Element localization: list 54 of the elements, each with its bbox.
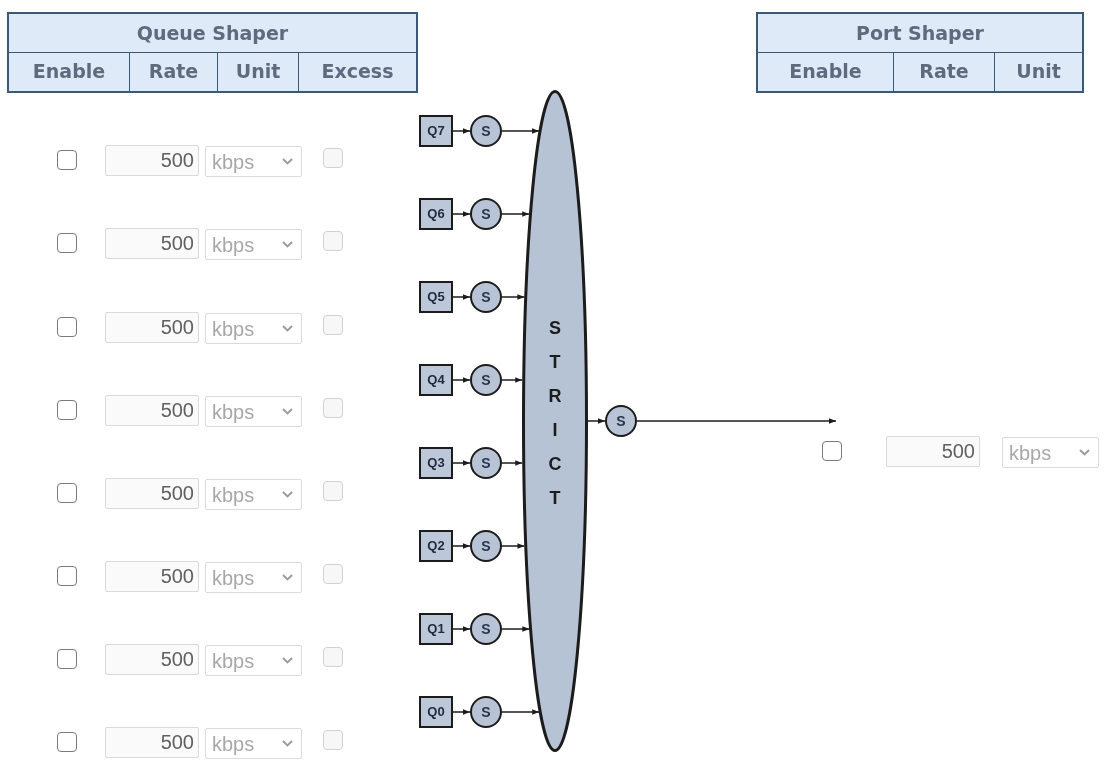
unit-dropdown: kbps [205, 146, 302, 177]
arrow [452, 709, 471, 715]
rate-input: 500 [105, 395, 199, 426]
arrow [452, 294, 471, 300]
table-title: Port Shaper [758, 14, 1082, 53]
arrow [452, 543, 471, 549]
column-header: Rate [129, 53, 217, 91]
arrow [501, 294, 526, 300]
arrow [501, 211, 530, 217]
rate-input: 500 [105, 727, 199, 758]
column-header: Enable [788, 59, 863, 84]
arrow [636, 418, 837, 424]
rate-input: 500 [105, 561, 199, 592]
rate-input: 500 [105, 644, 199, 675]
unit-dropdown: kbps [205, 479, 302, 510]
arrow [587, 418, 606, 424]
unit-dropdown: kbps [205, 229, 302, 260]
column-header: Excess [298, 53, 416, 91]
queue-box: Q5 [419, 281, 453, 313]
arrow [501, 626, 531, 632]
arrow [501, 460, 523, 466]
queue-box: Q2 [419, 530, 453, 562]
arrow [501, 709, 540, 715]
queue-box: Q6 [419, 198, 453, 230]
unit-dropdown: kbps [205, 396, 302, 427]
column-header: Rate [893, 53, 994, 91]
column-header: Unit [994, 53, 1082, 91]
unit-dropdown: kbps [205, 562, 302, 593]
queue-box: Q0 [419, 696, 453, 728]
unit-dropdown: kbps [205, 728, 302, 759]
queue-box: Q7 [419, 115, 453, 147]
arrow [452, 128, 471, 134]
arrow [452, 460, 471, 466]
rate-input: 500 [105, 478, 199, 509]
queue-box: Q4 [419, 364, 453, 396]
rate-input: 500 [105, 145, 199, 176]
queue-box: Q3 [419, 447, 453, 479]
arrow [501, 377, 523, 383]
arrow [501, 543, 526, 549]
rate-input: 500 [105, 312, 199, 343]
column-header: Unit [217, 53, 298, 91]
arrow [501, 128, 540, 134]
queue-box: Q1 [419, 613, 453, 645]
unit-dropdown: kbps [205, 645, 302, 676]
scheduler-ellipse: STRICT [522, 90, 588, 752]
unit-dropdown: kbps [205, 313, 302, 344]
rate-input: 500 [105, 228, 199, 259]
rate-input: 500 [886, 436, 980, 467]
unit-dropdown: kbps [1002, 437, 1099, 468]
arrow [452, 211, 471, 217]
table-title: Queue Shaper [9, 14, 416, 53]
arrow [452, 626, 471, 632]
column-header: Enable [31, 59, 107, 84]
arrow [452, 377, 471, 383]
